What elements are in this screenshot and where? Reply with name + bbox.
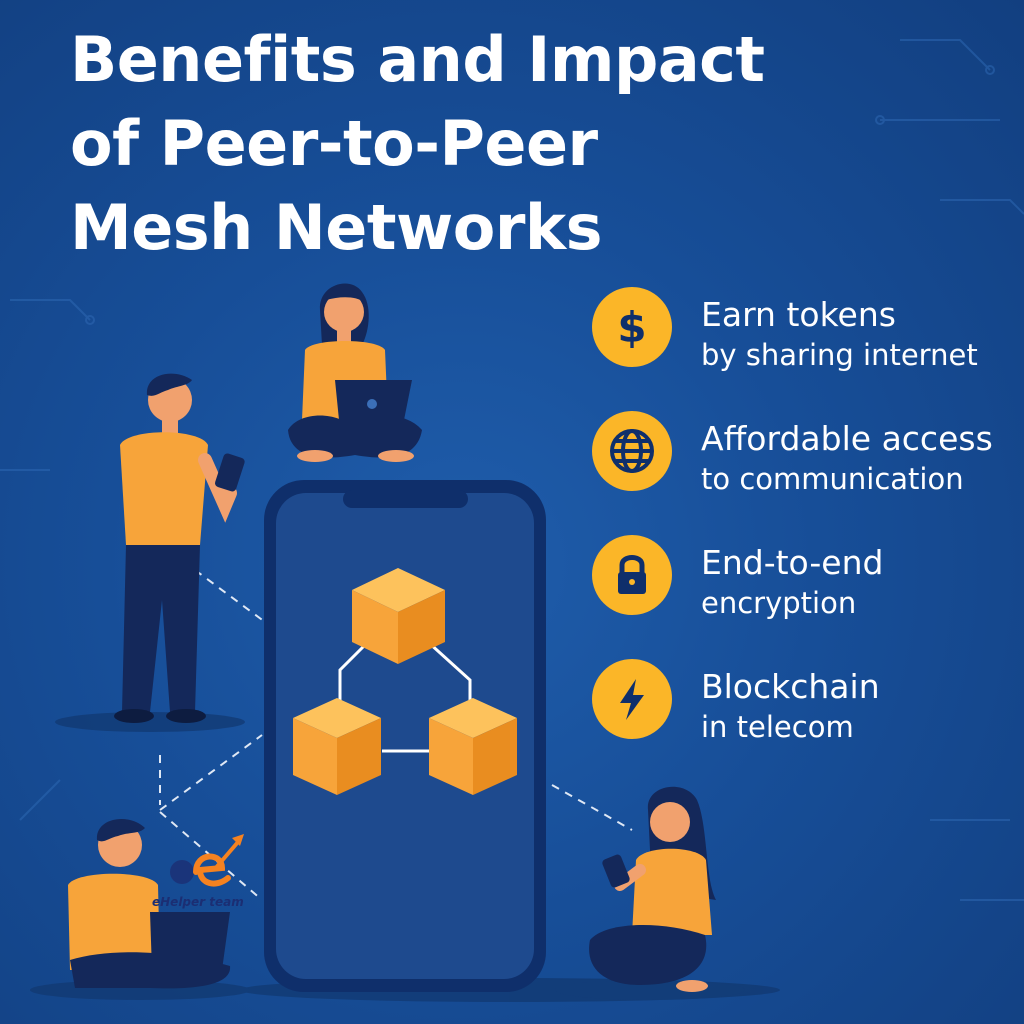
title-line: Mesh Networks (70, 191, 603, 264)
network-node-cube (352, 568, 445, 664)
lightning-icon (592, 659, 672, 739)
person-woman-phone (589, 786, 716, 992)
benefit-subtitle: to communication (701, 462, 964, 496)
title-line: of Peer-to-Peer (70, 107, 598, 180)
dollar-icon: $ (592, 287, 672, 367)
network-node-cube (429, 698, 517, 795)
title-line: Benefits and Impact (70, 23, 765, 96)
svg-text:$: $ (617, 303, 646, 352)
benefit-title: Earn tokens (701, 295, 896, 334)
benefit-item-encryption: End-to-end encryption (592, 535, 1024, 659)
person-man-laptop (68, 818, 231, 989)
circuit-lines-decoration (0, 39, 1024, 901)
benefit-title: End-to-end (701, 543, 884, 582)
globe-icon (592, 411, 672, 491)
logo-text: eHelper team (152, 895, 244, 909)
smartphone (264, 480, 546, 992)
network-links (338, 640, 472, 753)
benefit-item-earn-tokens: $ Earn tokens by sharing internet (592, 287, 1024, 411)
benefit-item-blockchain: Blockchain in telecom (592, 659, 1024, 783)
benefit-subtitle: by sharing internet (701, 338, 978, 372)
benefit-subtitle: encryption (701, 586, 857, 620)
page-title: Benefits and Impact of Peer-to-Peer Mesh… (70, 18, 830, 270)
lock-icon (592, 535, 672, 615)
person-man-phone (114, 373, 245, 723)
benefit-subtitle: in telecom (701, 710, 854, 744)
benefits-list: $ Earn tokens by sharing internet Af (592, 287, 1024, 783)
network-node-cube (293, 698, 381, 795)
benefit-item-affordable-access: Affordable access to communication (592, 411, 1024, 535)
benefit-title: Blockchain (701, 667, 880, 706)
person-woman-laptop (288, 283, 422, 462)
ehelper-logo (170, 834, 244, 887)
benefit-title: Affordable access (701, 419, 993, 458)
